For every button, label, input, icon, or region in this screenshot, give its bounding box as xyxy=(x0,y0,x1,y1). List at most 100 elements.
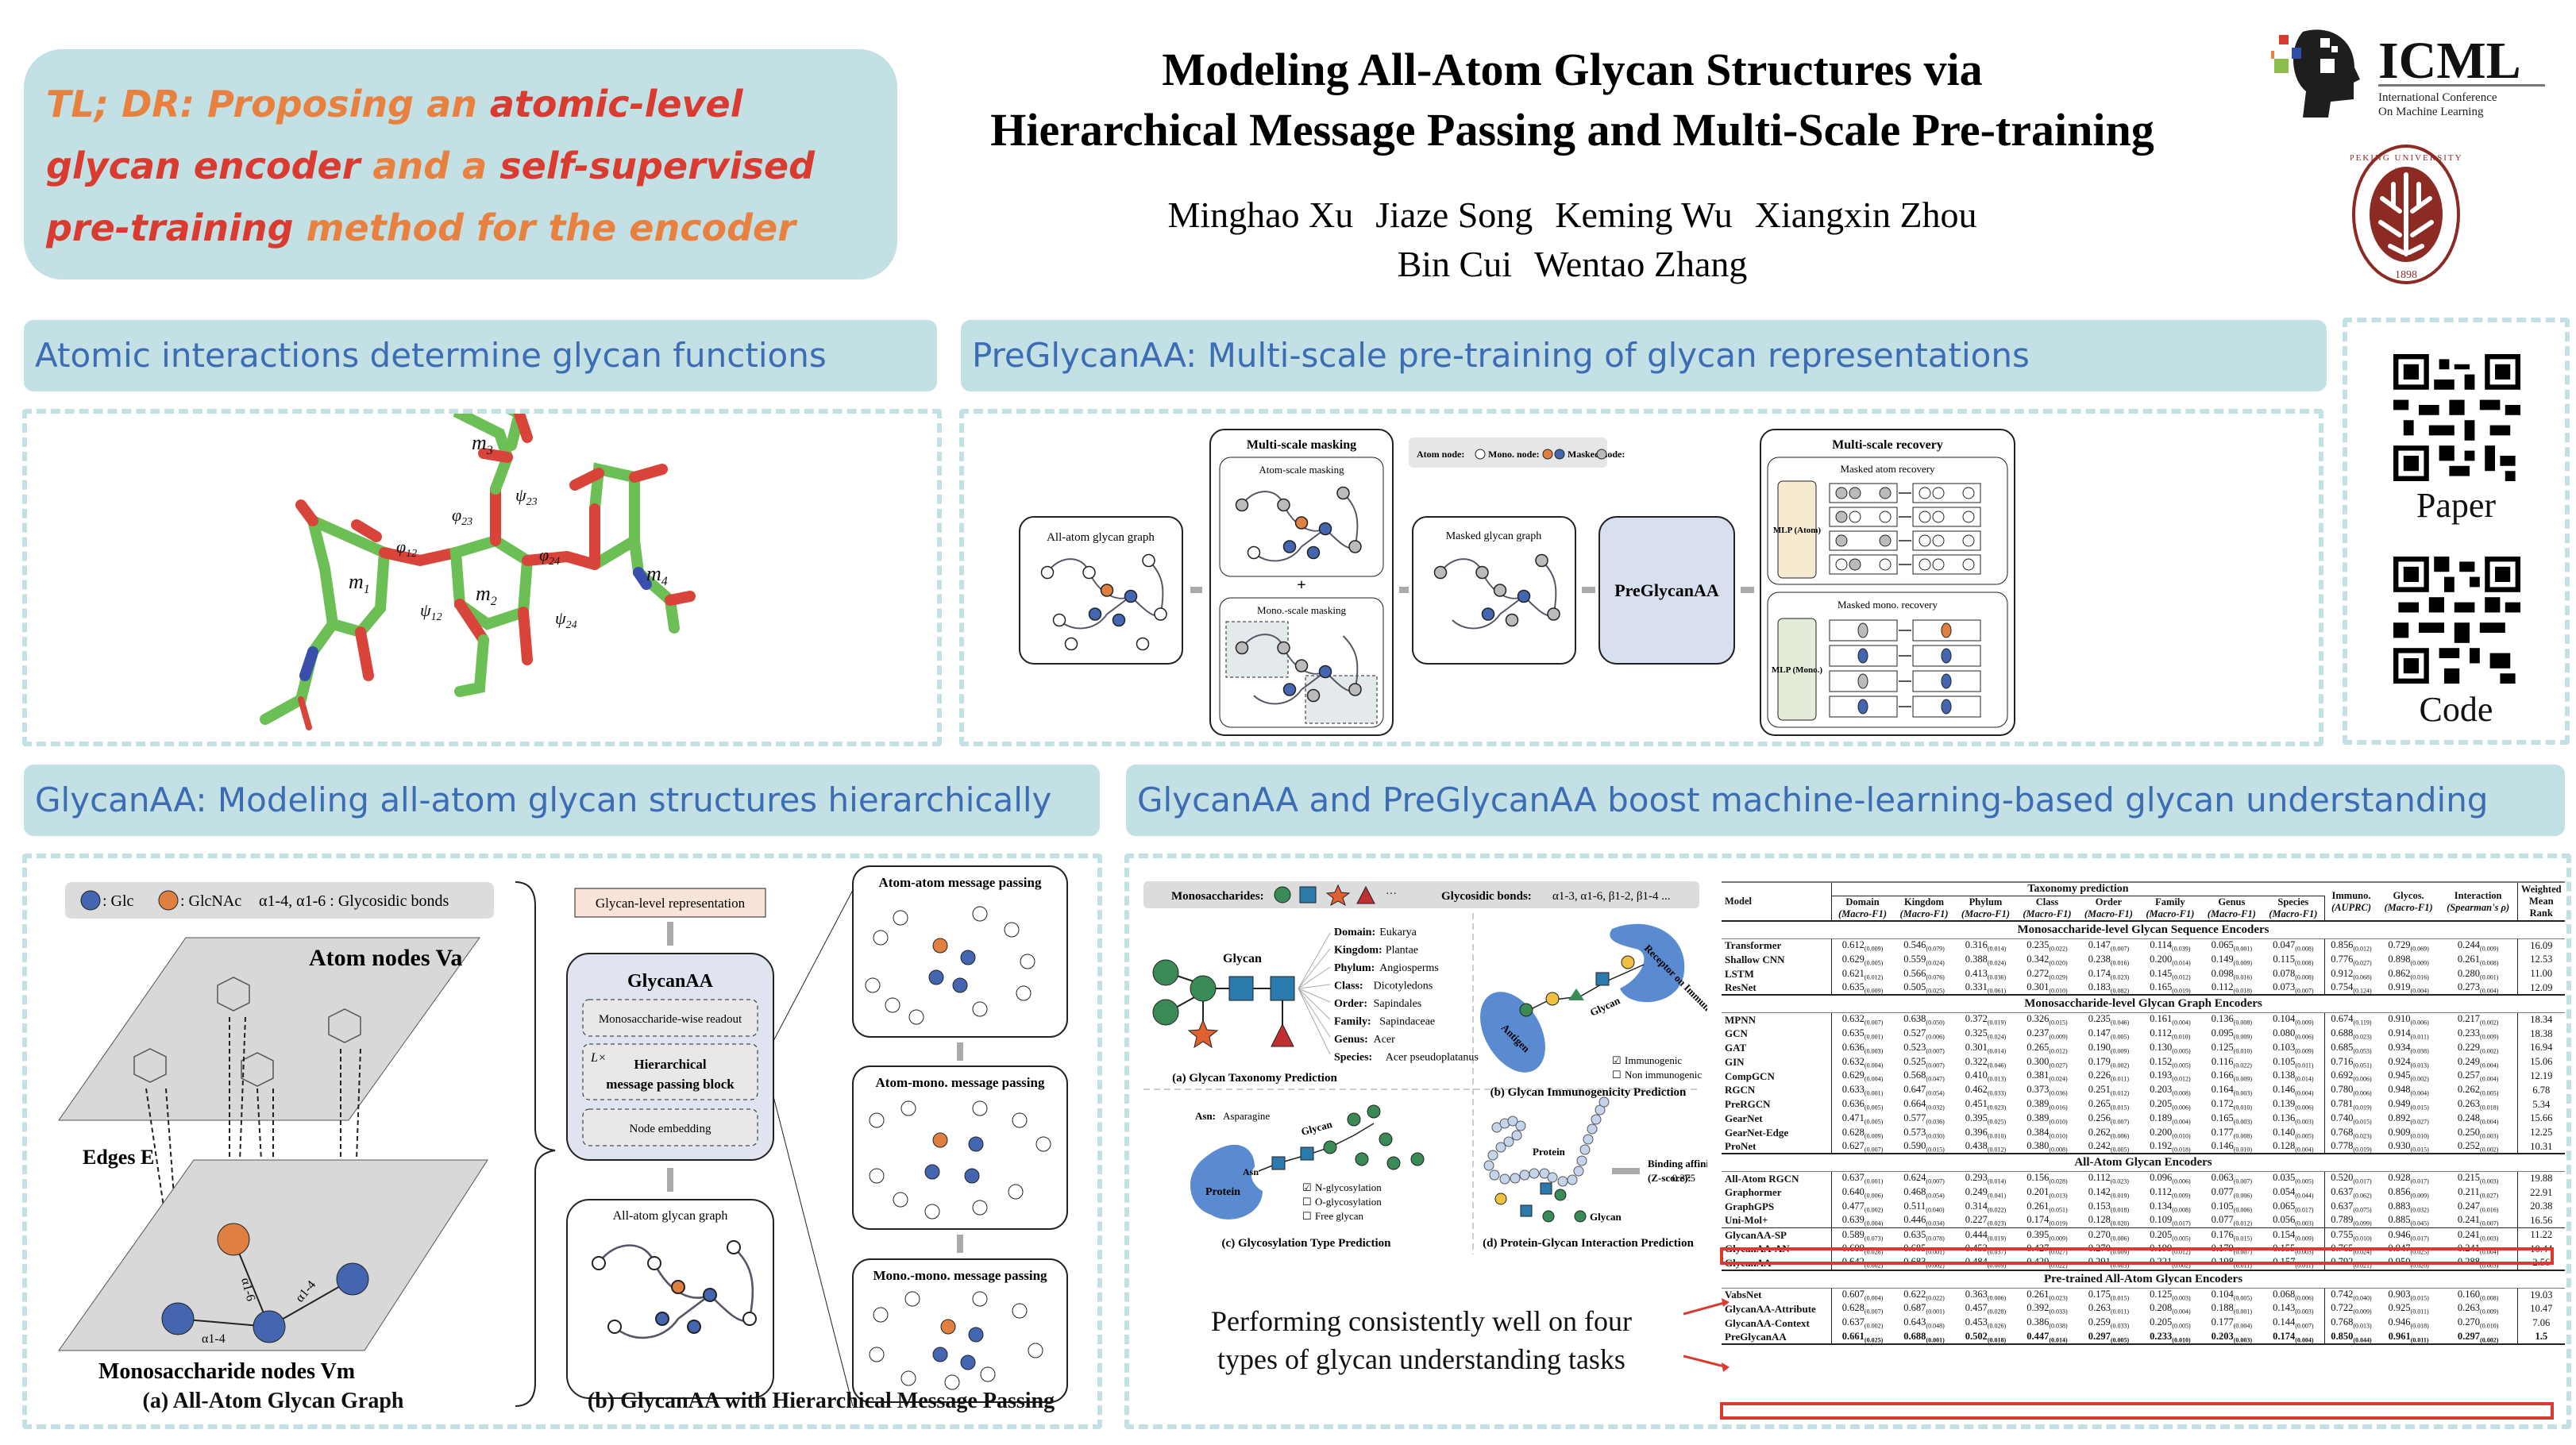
model-name: MPNN xyxy=(1722,1012,1832,1027)
table-cell: 0.914(0.011) xyxy=(2388,1027,2429,1041)
icml-subtitle-1: International Conference xyxy=(2378,91,2497,104)
svg-text:Asn:: Asn: xyxy=(1195,1110,1216,1122)
atom-scale-masking-label: Atom-scale masking xyxy=(1259,464,1344,476)
table-cell: 0.128(0.020) xyxy=(2088,1214,2130,1227)
table-cell: 0.636(0.005) xyxy=(1841,1097,1884,1112)
model-name: Uni-Mol+ xyxy=(1722,1213,1832,1228)
table-cell: 0.325(0.024) xyxy=(1965,1027,2007,1041)
rank-cell: 5.34 xyxy=(2532,1098,2551,1110)
table-cell: 0.410(0.013) xyxy=(1965,1069,2007,1083)
table-cell: 0.392(0.033) xyxy=(2026,1302,2068,1316)
table-cell: 0.632(0.007) xyxy=(1841,1013,1884,1027)
table-cell: 0.112(0.023) xyxy=(2088,1172,2129,1185)
paper-link-label[interactable]: Paper xyxy=(2416,486,2497,525)
col-metric: (Macro-F1) xyxy=(1961,908,2011,920)
table-cell: 0.471(0.005) xyxy=(1841,1112,1884,1126)
rank-cell: 18.34 xyxy=(2530,1014,2553,1026)
svg-text:α1-4, α1-6 : Glycosidic bonds: α1-4, α1-6 : Glycosidic bonds xyxy=(259,892,449,910)
table-cell: 0.115(0.008) xyxy=(2262,953,2325,967)
masked-glycan-graph-box: Masked glycan graph xyxy=(1412,516,1576,665)
table-cell: 0.235(0.046) xyxy=(2088,1013,2130,1027)
table-cell: 0.326(0.015) xyxy=(2026,1013,2068,1027)
taxonomy-value: Acer xyxy=(1374,1034,1396,1046)
col-metric: (Macro-F1) xyxy=(2207,908,2256,920)
svg-text:☐: ☐ xyxy=(1302,1196,1312,1208)
model-name: GraphGPS xyxy=(1722,1200,1832,1214)
table-cell: 0.331(0.061) xyxy=(1965,981,2007,995)
table-cell: 0.850(0.044) xyxy=(2331,1330,2372,1344)
model-name: VabsNet xyxy=(1722,1288,1832,1302)
mlp-atom-block xyxy=(1777,480,1817,579)
taxonomy-key: Kingdom: xyxy=(1334,945,1382,957)
col-name: Family xyxy=(2155,896,2185,908)
table-cell: 0.722(0.009) xyxy=(2331,1302,2372,1316)
table-cell: 0.612(0.009) xyxy=(1841,939,1884,953)
table-cell: 0.166(0.009) xyxy=(2211,1069,2253,1083)
svg-text:Glycan: Glycan xyxy=(1590,1211,1622,1223)
table-cell: 0.280(0.001) xyxy=(2439,966,2518,981)
model-name: All-Atom RGCN xyxy=(1722,1171,1832,1186)
code-qr-code[interactable] xyxy=(2393,557,2520,684)
table-cell: 0.685(0.053) xyxy=(2331,1041,2372,1055)
table-cell: 0.925(0.011) xyxy=(2388,1302,2429,1316)
table-cell: 0.201(0.013) xyxy=(2026,1185,2068,1200)
table-cell: 0.112(0.010) xyxy=(2150,1027,2191,1041)
table-cell: 0.177(0.008) xyxy=(2211,1126,2253,1140)
legend-atom-node: Atom node: xyxy=(1417,449,1464,460)
table-cell: 0.056(0.003) xyxy=(2262,1213,2325,1228)
table-cell: 0.143(0.003) xyxy=(2262,1301,2325,1316)
caption-a: (a) All-Atom Glycan Graph xyxy=(142,1389,404,1413)
rank-cell: 16.56 xyxy=(2530,1214,2553,1226)
glcnac-icon xyxy=(158,890,179,911)
table-cell: 0.909(0.010) xyxy=(2388,1126,2429,1140)
glycanaa-legend xyxy=(65,882,494,919)
table-cell: 0.179(0.002) xyxy=(2088,1055,2130,1069)
rank-cell: 11.22 xyxy=(2530,1229,2553,1241)
table-cell: 0.146(0.010) xyxy=(2211,1139,2253,1154)
table-cell: 0.525(0.007) xyxy=(1903,1055,1945,1069)
monosaccharide-plane xyxy=(58,1159,488,1351)
table-cell: 0.862(0.016) xyxy=(2388,967,2429,981)
table-cell: 0.098(0.016) xyxy=(2211,967,2253,981)
table-cell: 0.188(0.001) xyxy=(2211,1302,2253,1316)
table-cell: 0.273(0.004) xyxy=(2439,981,2518,996)
table-cell: 0.193(0.012) xyxy=(2150,1069,2191,1083)
svg-text:(Z-score):: (Z-score): xyxy=(1648,1172,1691,1184)
paper-qr-code[interactable] xyxy=(2393,354,2520,481)
svg-text:Protein: Protein xyxy=(1533,1146,1566,1158)
table-cell: 0.237(0.009) xyxy=(2026,1027,2068,1041)
table-cell: 0.635(0.009) xyxy=(1841,981,1884,995)
table-cell: 0.396(0.010) xyxy=(1965,1126,2007,1140)
model-name: GearNet xyxy=(1722,1112,1832,1126)
table-cell: 0.203(0.008) xyxy=(2150,1084,2191,1097)
taxonomy-key: Phylum: xyxy=(1334,962,1375,974)
svg-text:0.375: 0.375 xyxy=(1672,1172,1695,1184)
col-metric: (Macro-F1) xyxy=(2384,901,2433,913)
table-cell: 0.477(0.002) xyxy=(1841,1200,1884,1214)
rank-cell: 16.94 xyxy=(2530,1042,2553,1054)
table-cell: 0.316(0.014) xyxy=(1965,939,2007,953)
table-cell: 0.389(0.016) xyxy=(2026,1097,2068,1112)
table-cell: 0.247(0.016) xyxy=(2439,1200,2518,1214)
table-cell: 0.961(0.011) xyxy=(2388,1330,2429,1344)
tldr-segment: atomic-level glycan encoder xyxy=(46,83,743,187)
header-col: Class(Macro-F1) xyxy=(2016,896,2077,922)
table-cell: 0.165(0.019) xyxy=(2150,981,2191,995)
node-legend: Atom node: Mono. node: Masked node: xyxy=(1409,437,1625,468)
table-cell: 0.647(0.054) xyxy=(1903,1084,1945,1097)
table-cell: 0.211(0.027) xyxy=(2439,1185,2518,1200)
glycosylation-task-figure: Asn: Asparagine Protein Asn Glycan ☑N-gl… xyxy=(1190,1104,1425,1250)
svg-text:Protein: Protein xyxy=(1205,1186,1240,1198)
mono-nodes-label: Monosaccharide nodes Vm xyxy=(98,1359,355,1384)
code-link-label[interactable]: Code xyxy=(2419,690,2493,729)
glc-icon xyxy=(80,890,101,911)
svg-text:(d) Protein-Glycan Interaction: (d) Protein-Glycan Interaction Predictio… xyxy=(1483,1237,1694,1250)
tldr-box: TL; DR: Proposing an atomic-level glycan… xyxy=(24,49,897,279)
links-box: Paper Code xyxy=(2343,318,2570,745)
table-cell: 0.238(0.016) xyxy=(2088,953,2130,967)
table-cell: 0.164(0.003) xyxy=(2211,1084,2253,1097)
svg-text:Mono.-mono. message passing: Mono.-mono. message passing xyxy=(873,1268,1047,1283)
